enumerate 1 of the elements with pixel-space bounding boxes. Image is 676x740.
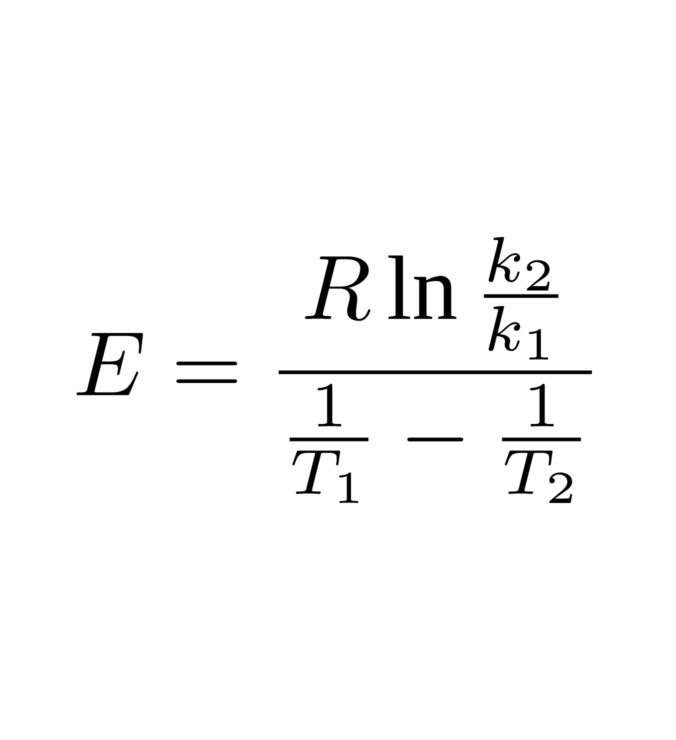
formula: $E = \frac{R \ln \frac{k_2}{k_1}}{\frac{1}{T_1} - \frac{1}{T_2}}$	[76, 237, 592, 503]
